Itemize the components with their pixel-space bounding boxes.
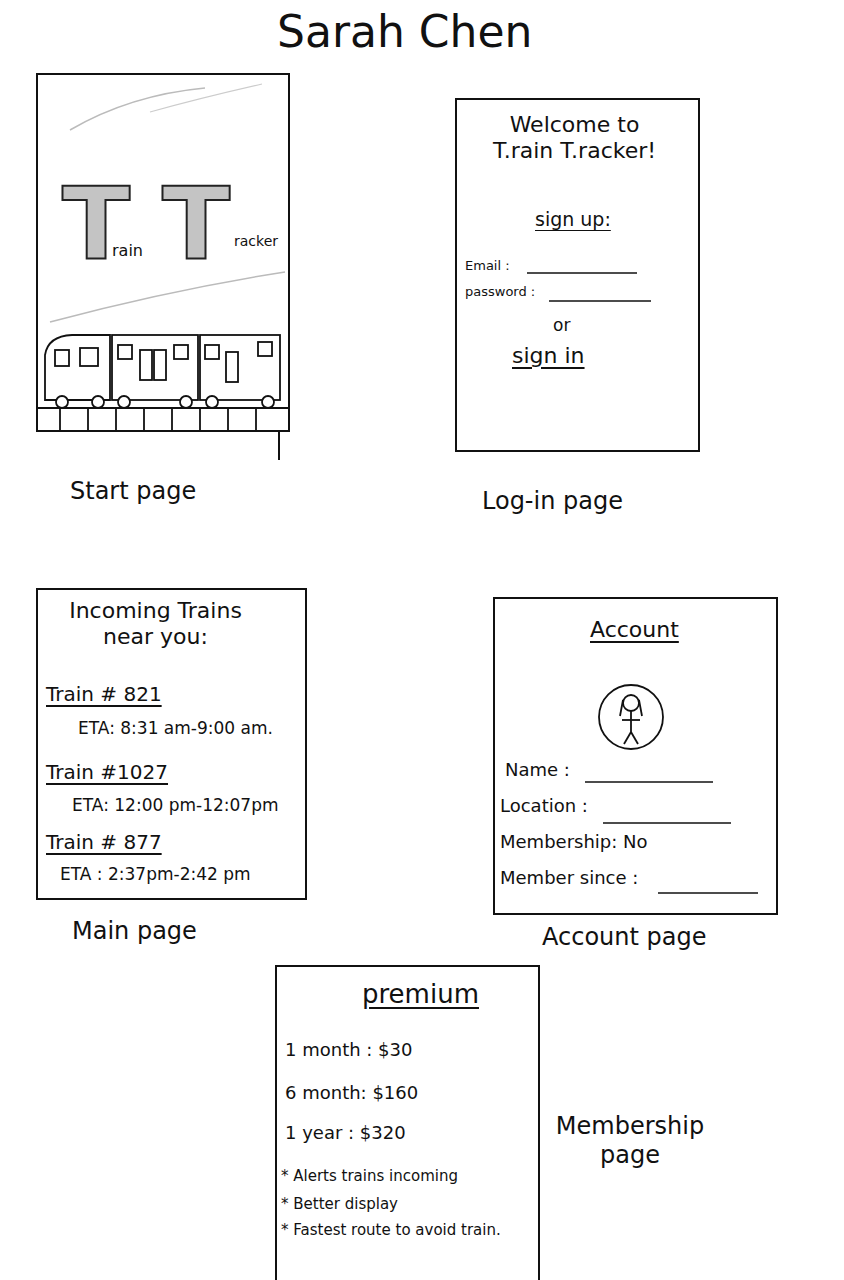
screen-text: ETA: 12:00 pm-12:07pm [72, 795, 304, 815]
screen-text: ETA : 2:37pm-2:42 pm [60, 864, 304, 884]
screen-caption: Account page [542, 923, 706, 952]
screen-frame: premium 1 month : $30 6 month: $160 1 year … [275, 965, 540, 1280]
screen-frame: TrainTrackerStart page [36, 73, 290, 432]
screen-text: Welcome to T.rain T.racker! [482, 112, 667, 165]
screen-caption: Log-in page [482, 487, 623, 516]
screen-text: 1 month : $30 [285, 1039, 412, 1061]
screen-text: * Fastest route to avoid train. [281, 1221, 513, 1239]
train-drawing [45, 335, 280, 408]
screen-text: * Better display [281, 1195, 398, 1213]
screen-text: Train # 821 [46, 682, 162, 706]
screen-text: sign up: [535, 208, 611, 231]
screen-text: Membership: No [500, 831, 648, 853]
avatar-icon [599, 685, 663, 749]
page-title: Sarah Chen [277, 6, 532, 59]
logo-letter: T [162, 175, 230, 275]
screen-text: Incoming Trains near you: [48, 598, 263, 651]
screen-text: racker [234, 233, 278, 250]
screen-text: Email : [465, 258, 510, 274]
screen-text: rain [112, 241, 143, 260]
screen-caption: Start page [70, 477, 196, 506]
screen-caption: Membership page [550, 1112, 710, 1170]
screen-text: password : [465, 284, 535, 300]
screen-text: * Alerts trains incoming [281, 1167, 536, 1185]
screen-text: sign in [512, 343, 585, 369]
screen-text: Name : [505, 759, 570, 781]
screen-caption: Main page [72, 917, 197, 946]
screen-text: Account [590, 617, 679, 643]
screen-text: Location : [500, 795, 588, 817]
screen-text: 6 month: $160 [285, 1082, 418, 1104]
screen-text: or [553, 315, 570, 335]
screen-text: 1 year : $320 [285, 1122, 406, 1144]
screen-text: Train #1027 [46, 760, 168, 784]
screen-text: ETA: 8:31 am-9:00 am. [78, 718, 304, 738]
screen-frame: AccountName : Location : Membership: No Mem… [493, 597, 778, 915]
screen-text: premium [362, 979, 479, 1010]
screen-text: Member since : [500, 867, 638, 889]
screen-text: Train # 877 [46, 830, 162, 854]
screen-frame: Welcome to T.rain T.racker! sign up: Email… [455, 98, 700, 452]
screen-frame: Incoming Trains near you: Train # 821ETA:… [36, 588, 307, 900]
